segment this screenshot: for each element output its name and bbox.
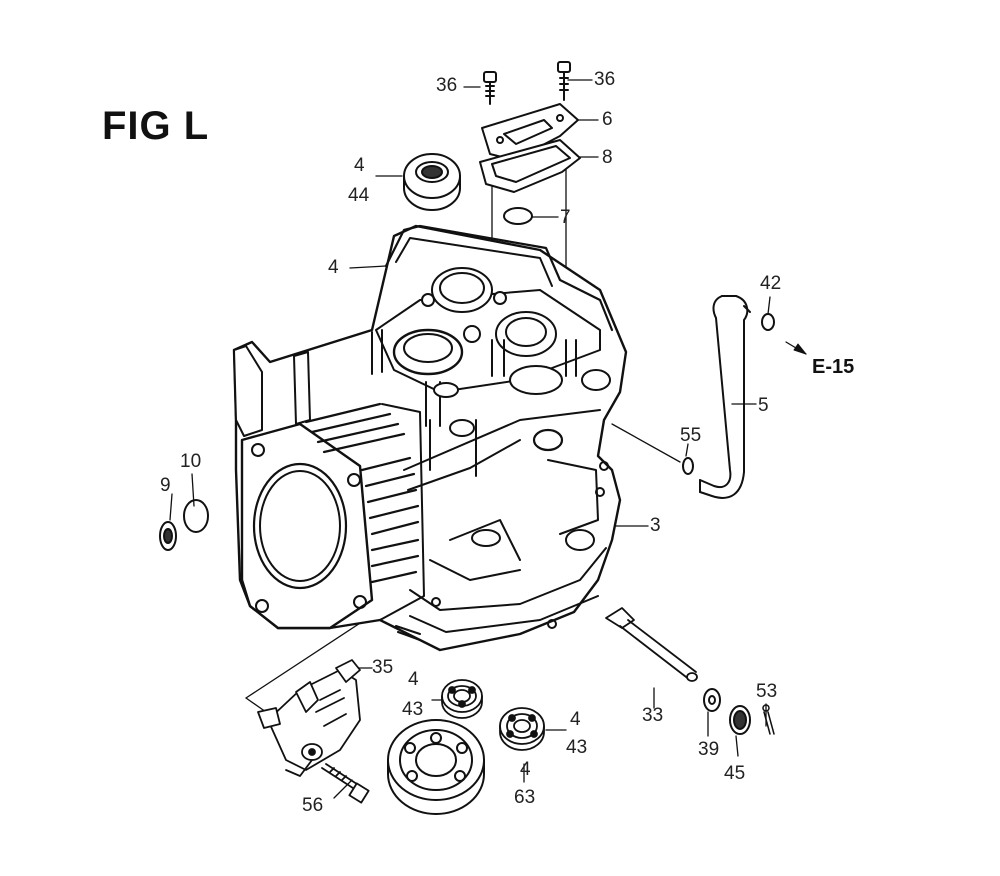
oring-10 <box>183 499 209 533</box>
bearing-63 <box>387 719 485 815</box>
pin-53 <box>762 704 775 735</box>
callout-nut-45: 45 <box>724 763 746 784</box>
callout-crankcase: 3 <box>650 515 661 536</box>
bolt-right <box>557 61 571 101</box>
callout-bearing-a: 43 <box>402 699 424 720</box>
shaft-33 <box>605 607 698 682</box>
callout-cover-gasket: 8 <box>602 147 613 168</box>
callout-bolt-left: 36 <box>436 75 458 96</box>
callout-bearing-b: 43 <box>566 737 588 758</box>
bolt-left <box>483 71 497 105</box>
cross-reference-label: E-15 <box>812 356 855 378</box>
callout-seal: 44 <box>348 185 370 206</box>
washer-9 <box>159 521 177 551</box>
callout-oring-left: 10 <box>180 451 202 472</box>
callout-washer-39: 39 <box>698 739 720 760</box>
breather-tube <box>699 295 751 499</box>
callout-cover: 6 <box>602 109 613 130</box>
callout-block-top: 4 <box>328 257 339 278</box>
callout-tube-clip: 42 <box>760 273 782 294</box>
nut-45 <box>729 705 751 735</box>
callout-washer-left: 9 <box>160 475 171 496</box>
callout-plug: 7 <box>560 207 571 228</box>
callout-gov-bolt: 35 <box>372 657 394 678</box>
callout-bearing-a-assy: 4 <box>408 669 419 690</box>
tube-clip <box>761 313 775 331</box>
figure-title: FIG L <box>102 104 210 148</box>
bearing-43-right <box>499 707 545 751</box>
arrow-icon <box>793 343 807 355</box>
governor-bolt <box>321 763 370 804</box>
bearing-43-left <box>441 679 483 719</box>
oil-seal <box>403 153 461 211</box>
callout-breather-tube: 5 <box>758 395 769 416</box>
callout-bearing-b-assy: 4 <box>570 709 581 730</box>
governor-arm <box>257 659 361 777</box>
callout-bearing-c: 63 <box>514 787 536 808</box>
callout-bolt-right: 36 <box>594 69 616 90</box>
cover-gasket <box>479 139 581 193</box>
plug <box>503 207 533 225</box>
callout-bearing-c-assy: 4 <box>520 759 531 780</box>
crankcase <box>232 224 628 652</box>
callout-shaft: 33 <box>642 705 664 726</box>
breather-cover <box>481 103 579 161</box>
oring-55 <box>682 457 694 475</box>
callout-pin-53: 53 <box>756 681 778 702</box>
callout-oring: 55 <box>680 425 702 446</box>
callout-gov-arm-bolt: 56 <box>302 795 324 816</box>
washer-39 <box>703 688 721 712</box>
callout-seal-assy: 4 <box>354 155 365 176</box>
